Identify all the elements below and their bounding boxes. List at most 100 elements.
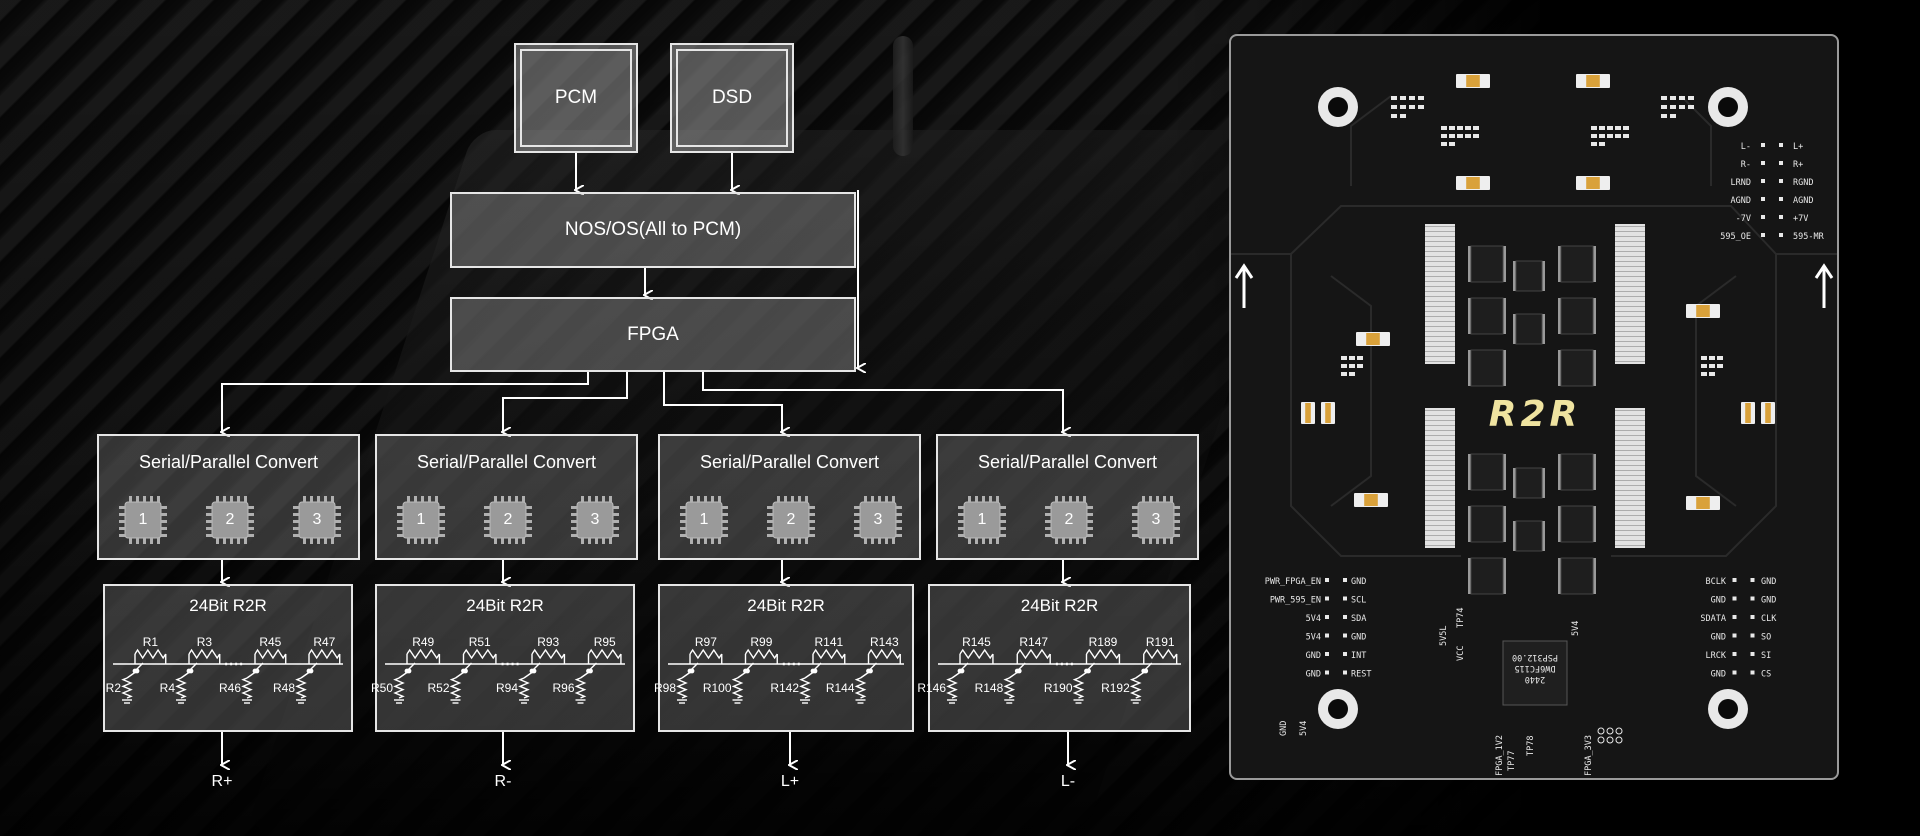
resistor-lead: [951, 670, 963, 679]
pin-pad: [1750, 670, 1755, 675]
resistor-label-top: R97: [695, 635, 717, 649]
pin-pad: [1343, 652, 1347, 656]
test-point: [1615, 727, 1623, 735]
pin-label: 5V4: [1306, 614, 1321, 624]
pin-label: REST: [1351, 670, 1371, 680]
pin-label: CLK: [1761, 614, 1777, 624]
chip-icon: 2: [204, 494, 256, 546]
pin-label: 595_OE: [1720, 232, 1751, 242]
converter-box-4: Serial/Parallel Convert 1 2 3: [936, 434, 1199, 560]
pin-pad: [1750, 578, 1755, 582]
capacitor: [1576, 176, 1610, 190]
pin-pad: [1325, 578, 1329, 582]
resistor-label-bottom: R96: [552, 681, 574, 695]
chip-glyph: [293, 496, 341, 544]
smd-pad: [1391, 105, 1397, 109]
r2r-title: 24Bit R2R: [1020, 596, 1099, 615]
chip-label: 1: [416, 511, 426, 528]
pcb-bottom-label: FPGA_3V3: [1584, 735, 1594, 776]
board-arrow-right: [1814, 263, 1834, 308]
resistor-label-top: R191: [1146, 635, 1175, 649]
pin-pad: [1750, 615, 1755, 619]
pin-label: GND: [1306, 670, 1321, 680]
pin-pad: [1732, 670, 1737, 675]
converter-title: Serial/Parallel Convert: [138, 452, 319, 472]
smd-pad: [1623, 126, 1629, 130]
smd-pad: [1661, 96, 1667, 100]
dsd-input-box: DSD: [670, 43, 794, 153]
smd-pad: [1615, 134, 1621, 138]
r2r-title: 24Bit R2R: [466, 596, 544, 615]
smd-pad: [1441, 142, 1447, 146]
mount-hole-inner: [1328, 97, 1348, 117]
smd-pad: [1709, 364, 1715, 368]
smd-pad: [1701, 364, 1707, 368]
resistor-label-top: R143: [870, 635, 899, 649]
smd-pad: [1418, 105, 1424, 109]
resistor-label-bottom: R2: [106, 681, 122, 695]
pin-label: SCL: [1351, 596, 1366, 606]
shunt-resistor: [393, 677, 405, 699]
pin-header: [1425, 408, 1455, 548]
smd-pad: [1701, 372, 1707, 376]
chip-glyph: [1045, 496, 1093, 544]
pin-label: SI: [1761, 651, 1771, 661]
shunt-resistor: [295, 677, 307, 699]
branch-3: [663, 372, 782, 432]
pin-pad: [1732, 615, 1737, 619]
smd-pad: [1457, 134, 1463, 138]
converter-box-3: Serial/Parallel Convert 1 2 3: [658, 434, 921, 560]
smd-pad: [1465, 126, 1471, 130]
smd-pad: [1449, 142, 1455, 146]
pin-header: [1615, 408, 1645, 548]
pcb-bottom-label: GND: [1279, 721, 1289, 736]
smd-pad: [1607, 134, 1613, 138]
resistor-lead: [1078, 670, 1089, 679]
smd-pad: [1400, 96, 1406, 100]
smd-pad: [1709, 372, 1715, 376]
pin-pad: [1761, 215, 1765, 219]
series-resistor: [531, 648, 566, 660]
resistor-lead: [580, 670, 591, 679]
fpga-label: FPGA: [627, 323, 679, 345]
mount-hole-inner: [1718, 97, 1738, 117]
ic-chip: [1468, 297, 1506, 335]
dsd-label: DSD: [711, 87, 753, 108]
series-resistor: [959, 648, 994, 660]
resistor-lead: [804, 670, 816, 679]
ic-chip: [1558, 557, 1596, 595]
smd-pad: [1661, 105, 1667, 109]
pin-pad: [1779, 233, 1783, 237]
pin-pad: [1343, 633, 1347, 638]
chip-label: 1: [977, 511, 987, 528]
pin-label: GND: [1711, 633, 1726, 643]
pin-pad: [1343, 615, 1347, 619]
resistor-label-bottom: R4: [160, 681, 176, 695]
smd-pad: [1357, 364, 1363, 368]
pin-pad: [1761, 143, 1765, 147]
pin-pad: [1779, 143, 1783, 147]
resistor-lead: [860, 670, 871, 679]
shunt-resistor: [1072, 677, 1085, 699]
smd-pad: [1679, 105, 1685, 109]
shunt-resistor: [731, 677, 744, 699]
resistor-lead: [1135, 670, 1147, 679]
smd-pad: [1409, 105, 1415, 109]
capacitor: [1321, 402, 1335, 424]
series-resistor: [587, 648, 622, 660]
ic-chip: [1513, 260, 1545, 292]
shunt-resistor: [1129, 677, 1142, 699]
chip-icon: 2: [765, 494, 817, 546]
smd-pad: [1709, 356, 1715, 360]
chip-icon: 3: [569, 494, 621, 546]
pcb-logo: R2R: [1489, 394, 1582, 435]
capacitor: [1741, 402, 1755, 424]
resistor-label-bottom: R192: [1101, 681, 1130, 695]
ic-chip: [1558, 297, 1596, 335]
smd-pad: [1465, 134, 1471, 138]
resistor-label-bottom: R50: [371, 681, 393, 695]
